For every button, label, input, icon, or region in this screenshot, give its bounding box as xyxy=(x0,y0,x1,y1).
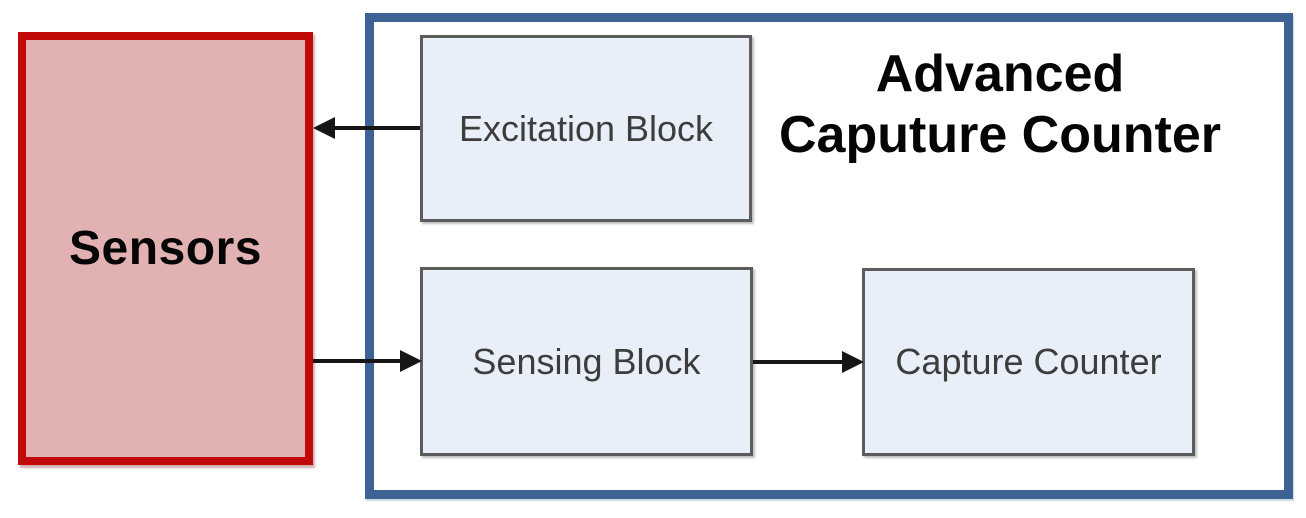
advanced-capture-counter-container xyxy=(365,13,1293,499)
arrow-shaft xyxy=(753,360,846,364)
capture-block-label: Capture Counter xyxy=(895,341,1162,382)
capture-block: Capture Counter xyxy=(862,268,1195,456)
arrowhead-right-icon xyxy=(400,350,422,372)
sensors-label: Sensors xyxy=(69,222,262,275)
arrow-sensors-to-sensing xyxy=(313,350,422,372)
sensors-box: Sensors xyxy=(18,32,313,465)
container-title: Advanced Caputure Counter xyxy=(755,44,1245,166)
arrow-excitation-to-sensors xyxy=(313,117,420,139)
container-title-line1: Advanced xyxy=(875,45,1125,103)
arrow-sensing-to-capture xyxy=(753,351,864,373)
arrowhead-right-icon xyxy=(842,351,864,373)
arrowhead-left-icon xyxy=(313,117,335,139)
sensing-block-label: Sensing Block xyxy=(472,340,701,382)
excitation-block-label: Excitation Block xyxy=(458,107,714,149)
arrow-shaft xyxy=(313,359,404,363)
container-title-line2: Caputure Counter xyxy=(779,106,1221,164)
sensing-block: Sensing Block xyxy=(420,267,753,456)
excitation-block: Excitation Block xyxy=(420,35,752,222)
arrow-shaft xyxy=(331,126,420,130)
